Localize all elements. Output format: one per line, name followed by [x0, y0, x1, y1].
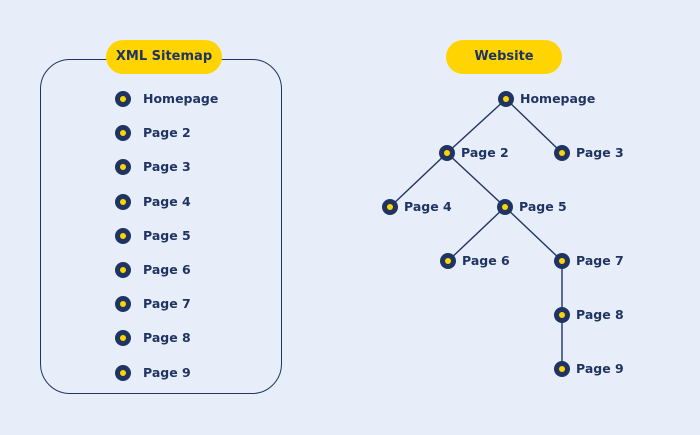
- tree-node-p9-label: Page 9: [576, 361, 624, 376]
- node-dot-icon: [115, 125, 131, 142]
- tree-node-p7-label: Page 7: [576, 253, 624, 268]
- tree-edge: [504, 206, 563, 262]
- tree-node-home-label: Homepage: [520, 91, 596, 106]
- tree-node-p5-label: Page 5: [519, 199, 567, 214]
- sitemap-title-pill: XML Sitemap: [106, 40, 222, 74]
- node-dot-icon: [115, 227, 131, 244]
- node-dot-icon: [115, 91, 131, 107]
- sitemap-item-label: Page 8: [143, 330, 191, 346]
- tree-node-p4-label: Page 4: [404, 199, 452, 214]
- node-dot-icon: [115, 364, 131, 381]
- tree-edge: [446, 152, 506, 208]
- node-dot-icon: [115, 296, 131, 313]
- sitemap-item-label: Page 5: [143, 227, 191, 243]
- node-dot-icon: [115, 262, 131, 278]
- tree-edge: [446, 98, 507, 154]
- tree-node-p2-label: Page 2: [461, 145, 509, 160]
- tree-edge: [389, 152, 448, 208]
- sitemap-item-label: Page 3: [143, 159, 191, 175]
- website-title-pill: Website: [446, 40, 562, 74]
- sitemap-item-label: Page 7: [143, 296, 191, 312]
- node-dot-icon: [497, 199, 513, 215]
- sitemap-item-label: Page 6: [143, 262, 191, 277]
- node-dot-icon: [498, 91, 514, 107]
- node-dot-icon: [554, 145, 570, 161]
- sitemap-item-label: Page 9: [143, 364, 191, 380]
- node-dot-icon: [115, 330, 131, 347]
- node-dot-icon: [554, 307, 570, 323]
- tree-edge: [505, 98, 563, 154]
- node-dot-icon: [115, 159, 131, 176]
- node-dot-icon: [382, 199, 398, 215]
- tree-node-p6-label: Page 6: [462, 253, 510, 268]
- node-dot-icon: [440, 253, 456, 269]
- sitemap-item-label: Page 4: [143, 193, 191, 209]
- node-dot-icon: [439, 145, 455, 161]
- tree-node-p8-label: Page 8: [576, 307, 624, 322]
- sitemap-item-label: Homepage: [143, 91, 219, 106]
- tree-edge: [447, 206, 506, 262]
- sitemap-item-label: Page 2: [143, 125, 191, 141]
- node-dot-icon: [554, 253, 570, 269]
- node-dot-icon: [115, 193, 131, 210]
- node-dot-icon: [554, 361, 570, 377]
- tree-node-p3-label: Page 3: [576, 145, 624, 160]
